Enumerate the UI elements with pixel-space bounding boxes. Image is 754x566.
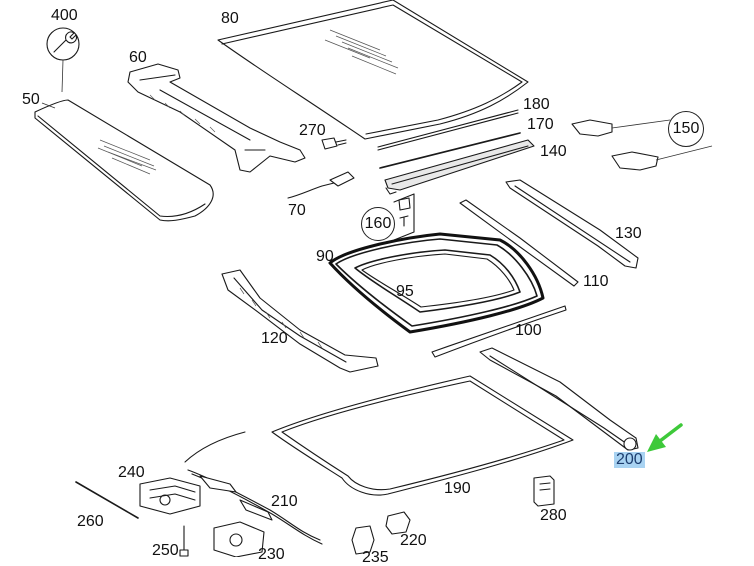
part-200-guide-rail[interactable] bbox=[479, 347, 639, 451]
label-90: 90 bbox=[316, 248, 334, 265]
label-70: 70 bbox=[288, 202, 306, 219]
label-230: 230 bbox=[258, 546, 285, 563]
part-240-motor[interactable] bbox=[139, 477, 201, 515]
part-80-glass-panel[interactable] bbox=[217, 0, 529, 140]
part-230-motor[interactable] bbox=[213, 521, 265, 557]
label-240: 240 bbox=[118, 464, 145, 481]
label-95: 95 bbox=[396, 283, 414, 300]
part-260-rod[interactable] bbox=[75, 481, 139, 519]
part-110-seal-right[interactable] bbox=[459, 199, 579, 287]
part-210-drive-cables[interactable] bbox=[184, 431, 323, 545]
label-150: 150 bbox=[668, 111, 704, 147]
part-270-screw[interactable] bbox=[321, 137, 347, 150]
wrench-icon bbox=[46, 27, 80, 93]
label-170: 170 bbox=[527, 116, 554, 133]
part-50-sunshade[interactable] bbox=[34, 99, 214, 222]
label-250: 250 bbox=[152, 542, 179, 559]
label-280: 280 bbox=[540, 507, 567, 524]
highlight-arrow-icon bbox=[647, 423, 683, 452]
label-130: 130 bbox=[615, 225, 642, 242]
label-260: 260 bbox=[77, 513, 104, 530]
part-130-side-rail-right[interactable] bbox=[505, 179, 639, 269]
part-190-drain-frame[interactable] bbox=[271, 375, 574, 496]
part-150-brackets[interactable] bbox=[571, 119, 713, 171]
part-235-clip[interactable] bbox=[351, 525, 375, 555]
label-110: 110 bbox=[583, 273, 609, 290]
label-100: 100 bbox=[515, 322, 542, 339]
label-200-highlighted[interactable]: 200 bbox=[614, 451, 645, 468]
label-235: 235 bbox=[362, 549, 389, 566]
label-80: 80 bbox=[221, 10, 239, 27]
label-180: 180 bbox=[523, 96, 550, 113]
part-70-cable[interactable] bbox=[287, 171, 355, 199]
label-270: 270 bbox=[299, 122, 326, 139]
label-60: 60 bbox=[129, 49, 147, 66]
part-140-front-rail[interactable] bbox=[384, 139, 535, 195]
part-90-frame-seal[interactable] bbox=[328, 232, 545, 334]
label-120: 120 bbox=[261, 330, 288, 347]
part-100-seal-strip[interactable] bbox=[431, 305, 567, 358]
part-160-clip-set[interactable] bbox=[393, 193, 415, 241]
label-220: 220 bbox=[400, 532, 427, 549]
label-210: 210 bbox=[271, 493, 298, 510]
part-60-front-frame[interactable] bbox=[127, 63, 306, 173]
label-140: 140 bbox=[540, 143, 567, 160]
part-170-seal[interactable] bbox=[379, 132, 521, 169]
label-400: 400 bbox=[51, 7, 78, 24]
label-50: 50 bbox=[22, 91, 40, 108]
part-95-inner-seal[interactable] bbox=[354, 249, 521, 313]
label-190: 190 bbox=[444, 480, 471, 497]
label-160: 160 bbox=[361, 207, 395, 241]
part-250-screw[interactable] bbox=[179, 525, 189, 557]
part-180-seal[interactable] bbox=[377, 109, 519, 151]
part-120-side-rail-left[interactable] bbox=[221, 269, 379, 373]
part-220-clip[interactable] bbox=[385, 511, 411, 535]
part-280-connector[interactable] bbox=[533, 475, 555, 507]
